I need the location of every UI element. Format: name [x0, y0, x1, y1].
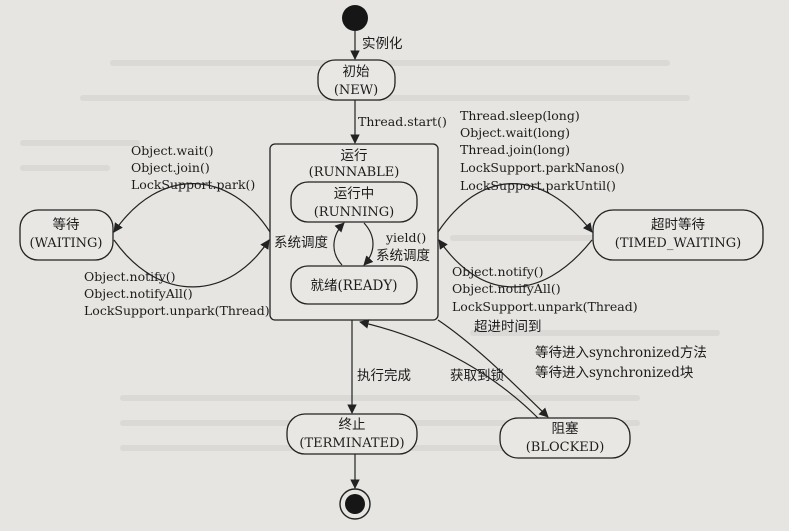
label-to-blocked-1: 等待进入synchronized方法 — [535, 344, 707, 361]
label-from-timed-4: 超进时间到 — [474, 319, 542, 335]
blocked-title: 阻塞 — [552, 420, 580, 437]
label-to-waiting-1: Object.wait() — [131, 143, 213, 158]
edge-blocked-to-runnable — [359, 319, 539, 419]
new-title: 初始 — [343, 63, 370, 80]
running-subtitle: (RUNNING) — [314, 205, 395, 220]
label-from-waiting-2: Object.notifyAll() — [84, 286, 193, 301]
runnable-subtitle: (RUNNABLE) — [309, 165, 400, 180]
label-to-timed-3: Thread.join(long) — [460, 142, 570, 157]
label-from-timed-1: Object.notify() — [452, 264, 544, 279]
terminated-title: 终止 — [339, 417, 366, 433]
state-terminated — [286, 413, 418, 455]
label-sched: 系统调度 — [274, 235, 328, 251]
state-new — [317, 59, 396, 101]
label-from-timed-3: LockSupport.unpark(Thread) — [452, 299, 638, 314]
label-to-timed-2: Object.wait(long) — [460, 125, 570, 140]
label-instantiate: 实例化 — [362, 36, 403, 52]
label-to-timed-5: LockSupport.parkUntil() — [460, 178, 616, 193]
label-to-timed-1: Thread.sleep(long) — [460, 108, 580, 123]
edge-runnable-to-blocked — [437, 319, 549, 418]
state-blocked — [499, 417, 631, 459]
ready-title: 就绪(READY) — [310, 278, 397, 294]
state-waiting — [19, 209, 114, 261]
label-to-waiting-2: Object.join() — [131, 160, 210, 175]
label-from-waiting-1: Object.notify() — [84, 269, 176, 284]
edge-waiting-to-runnable — [113, 239, 270, 288]
state-ready — [290, 265, 418, 305]
state-timed-waiting — [592, 209, 764, 261]
edge-runnable-to-timed — [437, 183, 593, 233]
running-title: 运行中 — [334, 186, 375, 202]
blocked-subtitle: (BLOCKED) — [526, 440, 605, 455]
waiting-title: 等待 — [53, 216, 80, 233]
start-node — [342, 5, 368, 31]
new-subtitle: (NEW) — [334, 83, 378, 98]
timed-waiting-title: 超时等待 — [651, 216, 705, 233]
runnable-title: 运行 — [341, 148, 368, 164]
label-to-blocked-2: 等待进入synchronized块 — [535, 364, 694, 381]
label-from-timed-2: Object.notifyAll() — [452, 281, 561, 296]
label-from-waiting-3: LockSupport.unpark(Thread) — [84, 303, 270, 318]
edge-timed-to-runnable — [438, 239, 593, 288]
terminated-subtitle: (TERMINATED) — [299, 436, 404, 451]
label-to-timed-4: LockSupport.parkNanos() — [460, 160, 625, 175]
label-sched-2: 系统调度 — [376, 248, 430, 264]
state-running — [290, 181, 418, 223]
label-done: 执行完成 — [357, 368, 411, 384]
label-yield: yield() — [385, 230, 426, 245]
edge-runnable-to-waiting — [113, 183, 271, 233]
label-start: Thread.start() — [358, 114, 447, 129]
edge-ready-to-running — [333, 222, 345, 266]
edge-running-to-ready — [363, 222, 374, 266]
label-to-waiting-3: LockSupport.park() — [131, 177, 255, 192]
label-acquire: 获取到锁 — [450, 368, 504, 384]
waiting-subtitle: (WAITING) — [30, 236, 103, 251]
timed-waiting-subtitle: (TIMED_WAITING) — [615, 236, 741, 251]
end-node — [339, 488, 371, 520]
